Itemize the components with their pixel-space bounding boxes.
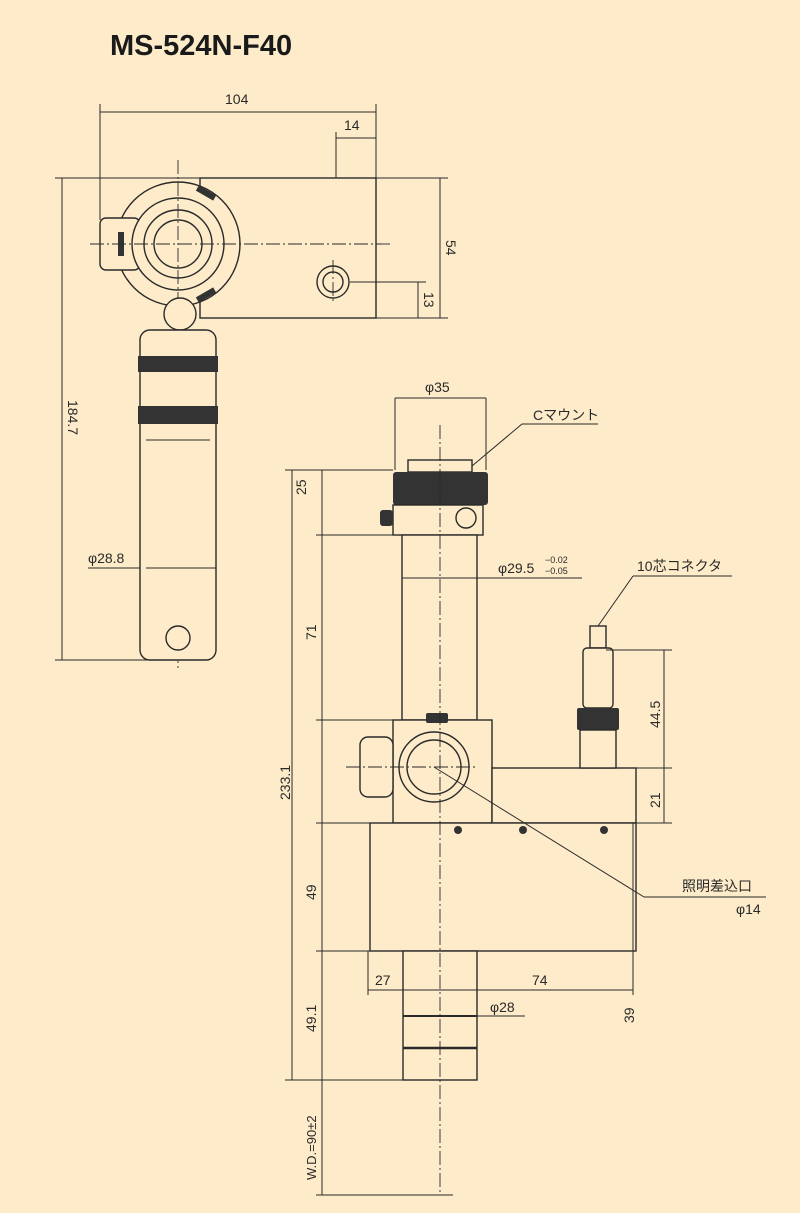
dim-71: 71	[303, 624, 319, 640]
dim-104: 104	[225, 91, 249, 107]
tol-upper: −0.02	[545, 555, 568, 565]
dim-184-7: 184.7	[65, 400, 81, 435]
dim-74: 74	[532, 972, 548, 988]
lower-box	[369, 822, 637, 952]
dim-49-1: 49.1	[303, 1005, 319, 1032]
illum-dia: φ14	[736, 901, 761, 917]
dim-wd: W.D.=90±2	[304, 1115, 319, 1180]
dim-tube-dia: φ28.8	[88, 550, 125, 566]
drawing-title: MS-524N-F40	[110, 30, 293, 62]
dim-13: 13	[421, 292, 437, 308]
dim-21: 21	[647, 792, 663, 808]
connector-base	[579, 729, 617, 769]
main-tube	[401, 534, 478, 721]
screw	[600, 826, 608, 834]
tol-lower: −0.05	[545, 566, 568, 576]
dim-54: 54	[443, 240, 459, 256]
tube	[139, 329, 217, 661]
dim-cmount-dia: φ35	[425, 379, 450, 395]
cmount-knurl	[393, 472, 488, 505]
screw	[195, 287, 217, 303]
dim-49: 49	[303, 884, 319, 900]
dim-lens-dia: φ28	[490, 999, 515, 1015]
screw	[195, 185, 217, 201]
dim-39: 39	[621, 1007, 637, 1023]
illum-label: 照明差込口	[682, 878, 752, 894]
side-view: φ35 Cマウント φ29.5 −0.02 −0.05 10	[277, 379, 766, 1196]
connector-label: 10芯コネクタ	[637, 558, 722, 574]
dim-27: 27	[375, 972, 391, 988]
tube-port	[165, 625, 191, 651]
dim-25: 25	[293, 479, 309, 495]
top-screw	[426, 713, 448, 723]
tube-joint	[163, 297, 197, 331]
screw	[454, 826, 462, 834]
screw	[519, 826, 527, 834]
dim-44-5: 44.5	[647, 701, 663, 728]
dim-233-1: 233.1	[277, 765, 293, 800]
set-screw	[380, 510, 393, 526]
right-box	[491, 767, 637, 824]
connector-knurl	[577, 708, 619, 730]
dim-14: 14	[344, 117, 360, 133]
cmount-label: Cマウント	[533, 407, 599, 423]
top-view: 104 14 54 13 184.7 φ	[55, 91, 459, 668]
knurled-ring	[138, 356, 218, 372]
dim-tube-dia-side: φ29.5	[498, 560, 535, 576]
knurled-ring	[138, 406, 218, 424]
lock-knob	[455, 507, 477, 529]
connector-cable	[589, 625, 607, 649]
connector-body	[582, 647, 614, 709]
